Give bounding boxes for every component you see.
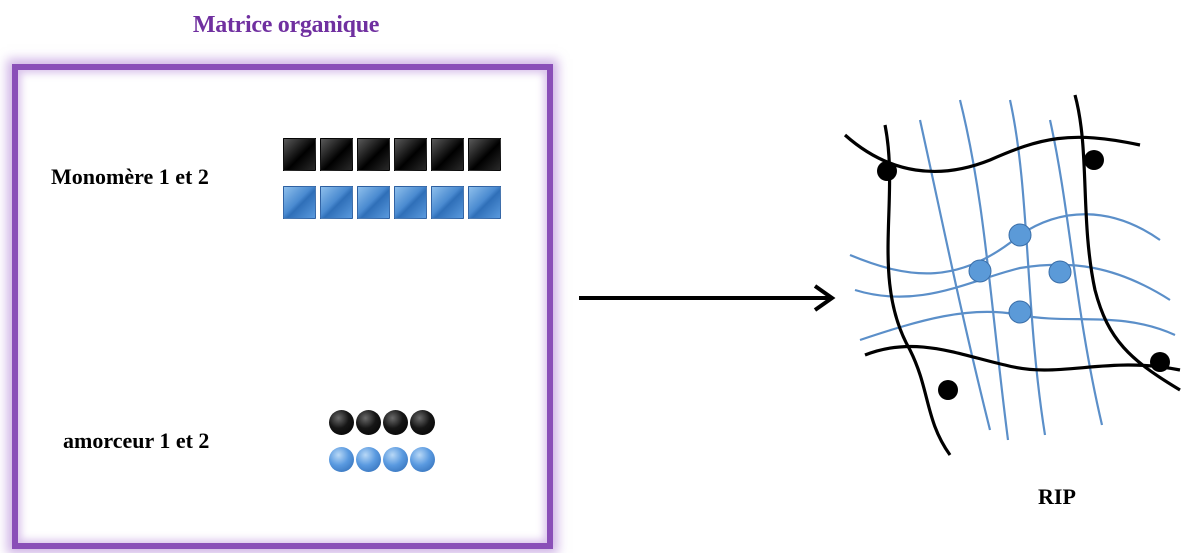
blue-monomer-square <box>431 186 464 219</box>
black-node <box>877 161 897 181</box>
black-monomer-square <box>320 138 353 171</box>
black-crosslink-nodes <box>877 150 1170 400</box>
black-monomer-square <box>357 138 390 171</box>
blue-initiator-ball <box>329 447 354 472</box>
arrow-head <box>813 284 836 312</box>
blue-monomer-square <box>283 186 316 219</box>
blue-initiator-ball <box>356 447 381 472</box>
black-line <box>1073 94 1181 392</box>
rip-label: RIP <box>1038 484 1076 509</box>
black-monomer-square <box>394 138 427 171</box>
blue-line <box>849 213 1161 275</box>
initiator-2-row <box>329 447 435 472</box>
black-monomer-square <box>431 138 464 171</box>
black-initiator-ball <box>383 410 408 435</box>
black-initiator-ball <box>410 410 435 435</box>
blue-monomer-square <box>357 186 390 219</box>
black-initiator-ball <box>329 410 354 435</box>
black-initiator-ball <box>356 410 381 435</box>
blue-line <box>1008 99 1047 436</box>
black-monomer-square <box>283 138 316 171</box>
blue-line <box>1048 119 1104 426</box>
initiator-label: amorceur 1 et 2 <box>63 428 210 453</box>
rip-network-diagram <box>843 94 1181 456</box>
black-network-lines <box>843 94 1181 456</box>
blue-node <box>968 259 992 283</box>
reaction-arrow <box>579 284 836 312</box>
monomer-2-row <box>283 186 501 219</box>
blue-line <box>854 263 1171 301</box>
initiator-1-row <box>329 410 435 435</box>
black-node <box>1150 352 1170 372</box>
blue-monomer-square <box>394 186 427 219</box>
matrix-title: Matrice organique <box>192 12 380 38</box>
monomer-label: Monomère 1 et 2 <box>51 164 209 189</box>
blue-line <box>958 99 1010 441</box>
monomer-1-row <box>283 138 501 171</box>
black-monomer-square <box>468 138 501 171</box>
black-line <box>864 344 1181 372</box>
blue-monomer-square <box>320 186 353 219</box>
black-line <box>883 124 952 456</box>
blue-initiator-ball <box>410 447 435 472</box>
blue-crosslink-nodes <box>968 223 1072 324</box>
blue-node <box>1048 260 1072 284</box>
blue-node <box>1008 223 1032 247</box>
blue-initiator-ball <box>383 447 408 472</box>
blue-line <box>918 119 992 431</box>
organic-matrix-box <box>12 64 553 549</box>
blue-node <box>1008 300 1032 324</box>
black-node <box>1084 150 1104 170</box>
blue-monomer-square <box>468 186 501 219</box>
black-node <box>938 380 958 400</box>
